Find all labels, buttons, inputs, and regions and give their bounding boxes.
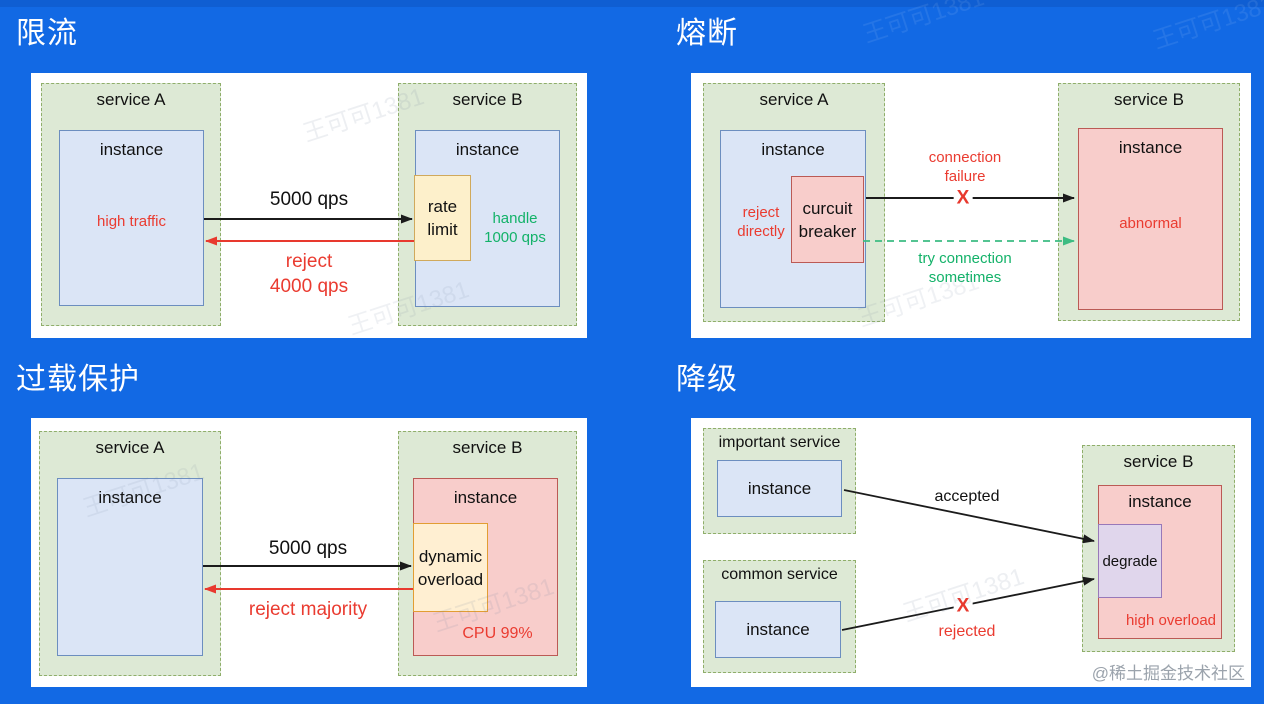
service-a-label: service A — [96, 90, 166, 109]
service-b-label: service B — [452, 438, 523, 457]
note-line: reject — [742, 204, 780, 221]
service-b-instance-box: instance — [1078, 128, 1223, 310]
dynamic-overload-gate: dynamic overload — [413, 523, 488, 612]
accepted-label: accepted — [934, 488, 1000, 505]
reject-directly-note: reject directly — [721, 203, 801, 241]
rejected-label: rejected — [938, 623, 996, 640]
instance-label: instance — [746, 619, 810, 639]
service-b-label: service B — [452, 90, 523, 109]
panel-degrade: important service instance common servic… — [691, 418, 1251, 687]
community-watermark: @稀土掘金技术社区 — [1091, 664, 1245, 683]
quadrant-title-degrade: 降级 — [676, 363, 738, 396]
handle-qps-note: handle 1000 qps — [463, 209, 567, 247]
reject-qps-label: reject 4000 qps — [231, 249, 387, 299]
instance-label: instance — [1118, 138, 1183, 157]
service-b-instance-box: instance — [415, 130, 560, 307]
forward-qps-label: 5000 qps — [268, 538, 348, 559]
try-connection-note: try connection sometimes — [895, 249, 1035, 287]
cpu-note: CPU 99% — [462, 625, 533, 642]
forward-qps-label: 5000 qps — [269, 189, 349, 210]
circuit-breaker-gate: curcuit breaker — [791, 176, 864, 263]
quadrant-title-circuit-break: 熔断 — [676, 17, 738, 50]
important-service-label: important service — [718, 434, 841, 451]
author-watermark: 王可可1381 — [859, 0, 988, 49]
instance-label: instance — [98, 488, 162, 507]
service-a-instance-box: instance — [59, 130, 204, 306]
note-line: try connection — [918, 250, 1012, 267]
note-line: connection — [928, 149, 1002, 166]
high-traffic-note: high traffic — [97, 213, 166, 230]
important-instance-box: instance — [717, 460, 842, 517]
instance-label: instance — [99, 140, 164, 159]
instance-label: instance — [761, 140, 825, 159]
panel-circuit-break: service A instance reject directly curcu… — [691, 73, 1251, 338]
panel-overload: service A instance service B instance dy… — [31, 418, 587, 687]
note-line: directly — [737, 223, 785, 240]
label-line: reject — [285, 251, 333, 272]
gate-label-line: limit — [427, 220, 458, 239]
note-line: sometimes — [928, 269, 1002, 286]
common-instance-box: instance — [715, 601, 841, 658]
rejected-x-mark: X — [953, 596, 973, 616]
instance-label: instance — [1128, 492, 1192, 511]
abnormal-note: abnormal — [1119, 215, 1182, 232]
instance-label: instance — [455, 140, 520, 159]
gate-label-line: breaker — [798, 221, 857, 241]
service-a-label: service A — [759, 90, 829, 109]
note-line: 1000 qps — [484, 229, 546, 246]
instance-label: instance — [747, 478, 812, 498]
degrade-gate: degrade — [1098, 524, 1162, 598]
common-service-label: common service — [721, 566, 838, 583]
label-line: 4000 qps — [269, 276, 349, 297]
service-a-label: service A — [95, 438, 165, 457]
quadrant-title-overload: 过载保护 — [16, 363, 140, 396]
failure-x-mark: X — [953, 188, 973, 208]
top-strip — [0, 0, 1264, 7]
instance-label: instance — [453, 488, 518, 507]
gate-label-line: curcuit — [802, 198, 853, 218]
panel-rate-limit: service A instance high traffic service … — [31, 73, 587, 338]
high-overload-note: high overload — [1125, 612, 1217, 629]
note-line: failure — [944, 168, 986, 185]
gate-label: degrade — [1102, 552, 1158, 570]
connection-failure-note: connection failure — [895, 148, 1035, 186]
author-watermark: 王可可1381 — [1149, 0, 1264, 55]
service-b-label: service B — [1114, 90, 1184, 109]
service-a-instance-box: instance — [57, 478, 203, 656]
quadrant-title-rate-limit: 限流 — [16, 17, 78, 50]
note-line: handle — [492, 210, 538, 227]
gate-label-line: overload — [417, 569, 484, 589]
gate-label-line: rate — [427, 197, 458, 216]
rate-limit-gate: rate limit — [414, 175, 471, 261]
reject-majority-label: reject majority — [248, 599, 368, 620]
service-b-label: service B — [1123, 452, 1194, 471]
gate-label-line: dynamic — [418, 546, 483, 566]
